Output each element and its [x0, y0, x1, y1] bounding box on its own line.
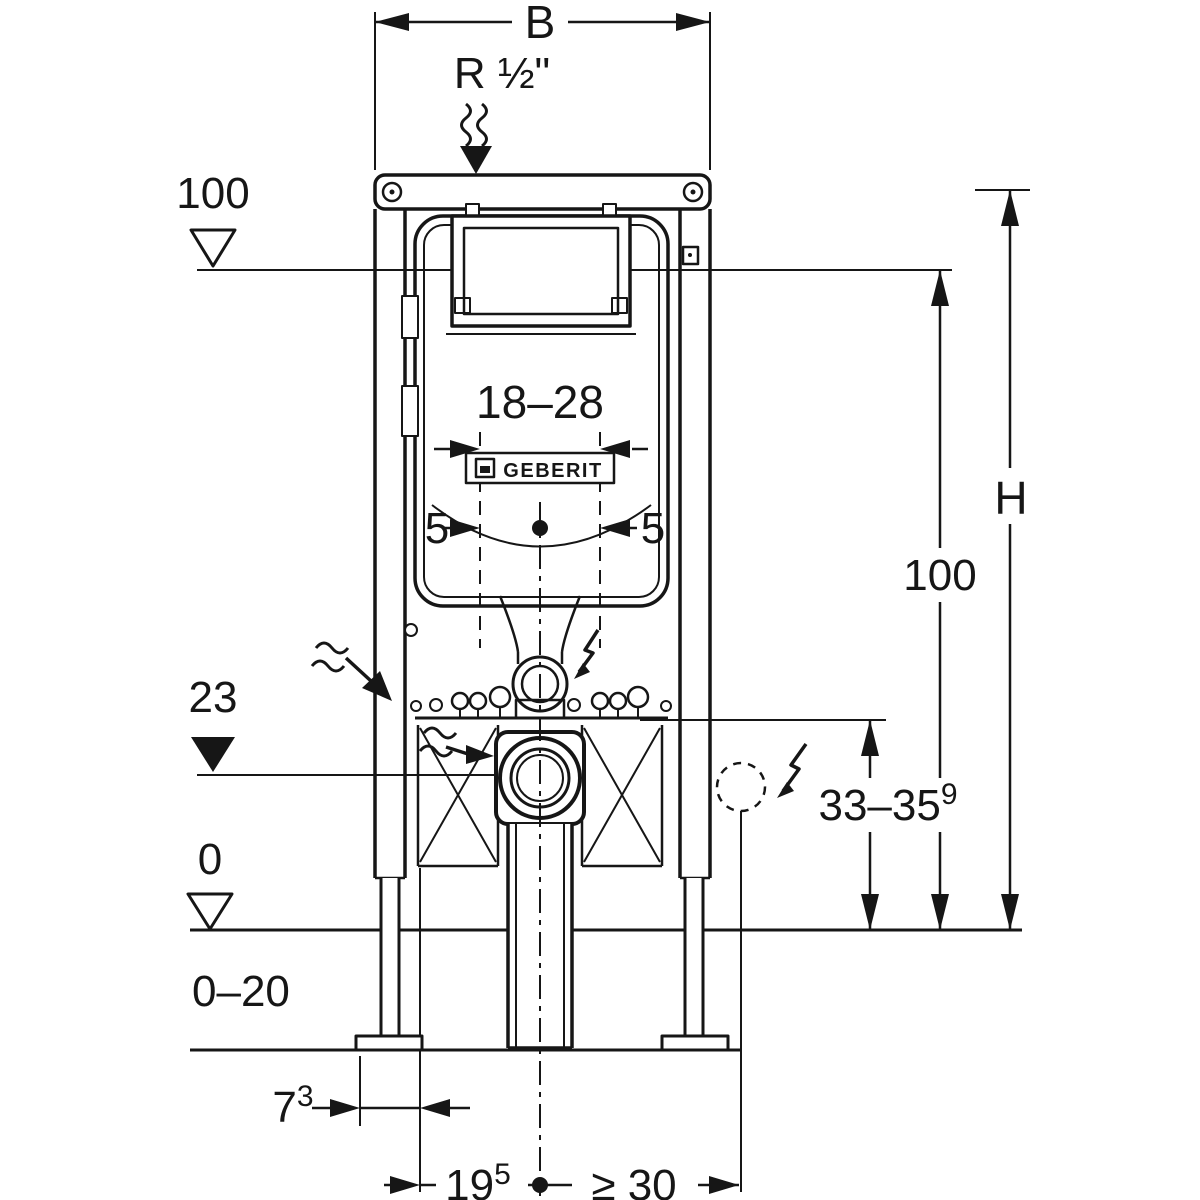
arrowhead	[1001, 190, 1019, 226]
dim-100-right-label: 100	[903, 551, 976, 600]
frame-top-rail	[373, 173, 712, 211]
water-outlet-icon	[418, 726, 494, 764]
dim-h-label: H	[994, 472, 1027, 524]
water-connection-label: R ½"	[454, 49, 550, 98]
center-mark-dot	[532, 520, 548, 536]
level-0-label: 0	[198, 835, 222, 884]
dim-18-28-label: 18–28	[476, 376, 604, 428]
frame-foot-left	[354, 1034, 424, 1052]
arrowhead	[1001, 894, 1019, 930]
level-marker-0: 0	[186, 835, 234, 931]
arrowhead	[861, 894, 879, 930]
extension-lines	[359, 811, 742, 1192]
dimension-center-offsets: 5 5	[425, 504, 665, 553]
arrowhead	[375, 13, 409, 31]
outlet-pipe	[506, 824, 574, 1050]
arrowhead	[390, 1176, 420, 1194]
center-mark-dot	[532, 1177, 548, 1193]
dim-b-label: B	[525, 0, 556, 48]
dashed-circle-icon	[715, 761, 767, 813]
open-triangle-icon	[189, 228, 237, 268]
arrowhead	[450, 440, 480, 458]
arrowhead	[676, 13, 710, 31]
power-connection-icon	[574, 629, 600, 679]
power-outlet-box	[715, 742, 808, 813]
open-triangle-icon	[186, 892, 234, 931]
arrowhead	[931, 270, 949, 306]
lightning-arrow-icon	[777, 782, 794, 798]
brand-text: GEBERIT	[503, 460, 602, 482]
dimension-foot-depth: 73	[272, 1080, 470, 1132]
frame-leg-right	[683, 878, 705, 1036]
diagonal-arrow-icon	[362, 671, 392, 701]
brand-logo-icon	[474, 457, 496, 479]
arrowhead	[709, 1176, 739, 1194]
access-box-outer	[450, 214, 632, 328]
access-box-inner	[462, 226, 620, 316]
arrowhead	[420, 1099, 450, 1117]
filled-triangle-icon	[191, 737, 235, 772]
flush-bend-funnel	[498, 595, 582, 664]
dimension-width-b: B	[374, 0, 711, 170]
arrowhead	[600, 519, 630, 537]
dim-5-right-label: 5	[641, 504, 665, 553]
frame-foot-right	[660, 1034, 730, 1052]
dimension-flush-plate: 18–28	[434, 376, 648, 458]
mounting-frame	[354, 173, 730, 1052]
arrowhead	[330, 1099, 360, 1117]
arrowhead	[861, 720, 879, 756]
cistern-side-fitting	[401, 385, 419, 437]
cistern-side-fitting	[401, 295, 419, 339]
dim-33-35-label: 33–359	[818, 778, 957, 830]
level-marker-100: 100	[176, 169, 250, 268]
down-arrow-icon	[460, 146, 492, 174]
level-100-label: 100	[176, 169, 249, 218]
dim-7-3-label: 73	[272, 1080, 313, 1132]
floor-range-label: 0–20	[192, 967, 290, 1016]
arrowhead	[450, 519, 480, 537]
water-supply-icon: R ½"	[454, 49, 550, 174]
lower-panels	[416, 725, 664, 868]
level-marker-23: 23	[189, 673, 238, 772]
dim-ge-30-label: ≥ 30	[591, 1161, 676, 1200]
dimension-outlet-height: 33–359	[806, 720, 988, 930]
water-inlet-icon	[310, 641, 392, 701]
level-23-label: 23	[189, 673, 238, 722]
frame-side-rails	[373, 209, 712, 878]
dim-19-5-label: 195	[445, 1158, 511, 1200]
flush-plate-opening	[450, 203, 632, 328]
frame-leg-left	[379, 878, 401, 1036]
right-arrow-icon	[466, 745, 494, 764]
arrowhead	[931, 894, 949, 930]
arrowhead	[600, 440, 630, 458]
floor-lines	[190, 928, 1022, 1052]
lightning-arrow-icon	[574, 663, 590, 679]
brand-plate: GEBERIT	[464, 451, 616, 485]
dimension-bottom-offsets: 195 ≥ 30	[384, 1158, 739, 1200]
dimension-height-h: H	[986, 190, 1036, 930]
